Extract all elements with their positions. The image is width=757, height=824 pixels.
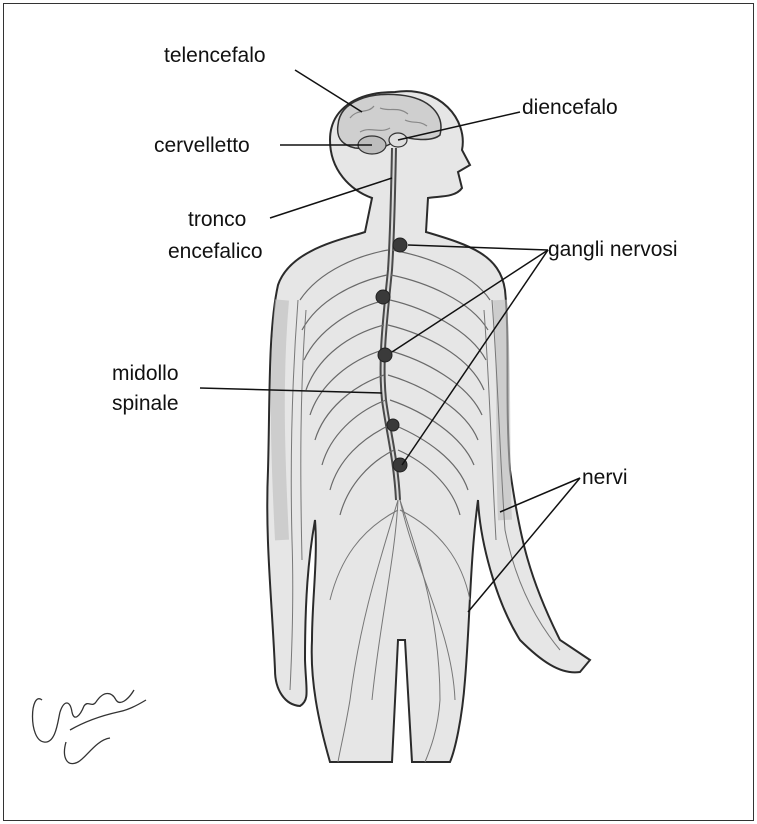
leader-telencefalo — [295, 70, 362, 112]
label-cervelletto: cervelletto — [154, 134, 250, 158]
label-nervi: nervi — [582, 466, 628, 490]
label-gangli-nervosi: gangli nervosi — [548, 238, 678, 262]
label-diencefalo: diencefalo — [522, 96, 618, 120]
ganglion — [387, 419, 399, 431]
ganglion — [393, 238, 407, 252]
label-midollo-line1: midollo — [112, 362, 179, 386]
label-midollo-line2: spinale — [112, 392, 179, 416]
ganglion — [378, 348, 392, 362]
ganglion — [376, 290, 390, 304]
artist-signature — [33, 690, 147, 764]
label-telencefalo: telencefalo — [164, 44, 266, 68]
label-tronco-line1: tronco — [188, 208, 246, 232]
label-tronco-line2: encefalico — [168, 240, 263, 264]
